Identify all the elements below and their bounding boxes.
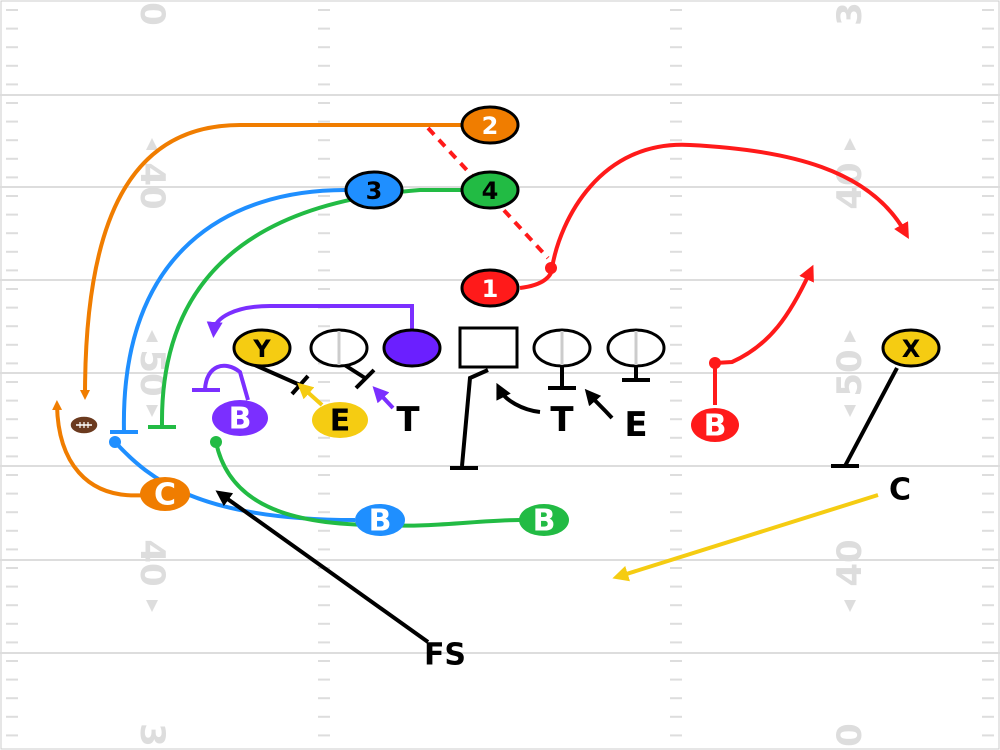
qb-purple-oval [382, 328, 442, 368]
tight-end-y-label: Y [252, 335, 271, 363]
defender-backer-blue-label: B [369, 504, 392, 539]
direction-arrow-left-top-2 [146, 330, 158, 342]
defender-red-b-label: B [704, 409, 727, 444]
receiver-2-label: 2 [482, 112, 499, 140]
right-guard [532, 328, 592, 368]
yard-numbers-right: 3 40 50 40 0 [830, 2, 870, 747]
defender-left-e-label: E [330, 404, 351, 439]
direction-arrow-left-bottom-2 [146, 405, 158, 417]
receiver-x: X [881, 328, 941, 368]
left-e-arrow [297, 382, 324, 407]
center [458, 326, 519, 369]
right-tackle [606, 328, 666, 368]
x-block-line [843, 367, 899, 467]
defender-right-t-label: T [550, 400, 574, 440]
receiver-1: 1 [460, 268, 520, 308]
route-qb-purple [206, 304, 414, 338]
defender-backer-green: B [519, 504, 569, 539]
defender-left-b-oval [212, 400, 268, 436]
defender-corner-left-oval [140, 477, 190, 511]
corner-right-arrow [612, 493, 879, 582]
receiver-3-oval [344, 170, 404, 210]
defender-right-e-label: E [624, 405, 647, 445]
defender-left-e-oval [312, 402, 368, 438]
defender-left-t-label: T [396, 400, 420, 440]
hash-marks [6, 9, 994, 737]
receiver-1-oval [460, 268, 520, 308]
yard-lines [0, 94, 1000, 654]
purple-b-route [203, 363, 250, 401]
direction-arrow-right-top-2 [844, 330, 856, 342]
green-backer-pivot [210, 436, 222, 448]
yard-number-right-5: 0 [830, 723, 870, 747]
left-t-arrow [372, 386, 395, 410]
route-1-pivot [545, 262, 557, 274]
blue-backer-pivot [109, 436, 121, 448]
defender-red-b-oval [691, 408, 739, 442]
receiver-x-label: X [902, 335, 921, 363]
yard-number-left-1: 0 [132, 2, 172, 26]
corner-c-orange-route [52, 400, 146, 498]
receiver-4: 4 [460, 170, 520, 210]
defender-backer-green-label: B [533, 504, 556, 539]
direction-arrow-left-bottom [146, 600, 158, 612]
yard-number-right-1: 3 [830, 2, 870, 26]
direction-arrow-left-top [146, 138, 158, 150]
defender-backer-green-oval [519, 504, 569, 536]
receiver-x-oval [881, 328, 941, 368]
yard-number-left-4: 40 [132, 539, 172, 586]
red-b-route [713, 264, 814, 405]
center-block-line [460, 368, 489, 467]
defender-left-b-label: B [229, 402, 252, 437]
receiver-4-label: 4 [482, 177, 499, 205]
receiver-3: 3 [344, 170, 404, 210]
fs-arrow [215, 490, 430, 644]
center-square [458, 326, 519, 369]
g-block-cap [354, 368, 376, 390]
defender-backer-blue: B [355, 504, 405, 539]
defender-left-b: B [212, 400, 268, 437]
receiver-4-oval [460, 170, 520, 210]
yard-number-right-4: 40 [830, 539, 870, 586]
defender-left-e: E [312, 402, 368, 439]
defender-red-b: B [691, 408, 739, 444]
left-tackle [309, 328, 369, 368]
yard-number-left-5: 3 [132, 723, 172, 747]
receiver-2-oval [460, 105, 520, 145]
direction-arrow-right-bottom-2 [844, 405, 856, 417]
yard-number-right-3: 50 [830, 349, 870, 396]
defender-free-safety-label: FS [424, 638, 466, 673]
receiver-2: 2 [460, 105, 520, 145]
defender-corner-left-label: C [154, 478, 176, 513]
receiver-1-label: 1 [482, 275, 499, 303]
defender-corner-left: C [140, 477, 190, 513]
route-3-blue [121, 188, 346, 433]
receiver-3-label: 3 [366, 177, 383, 205]
tight-end-y-oval [232, 328, 292, 368]
route-2-orange [80, 123, 462, 400]
defender-corner-right-label: C [889, 473, 911, 508]
direction-arrow-right-bottom [844, 600, 856, 612]
right-e-arrow [584, 388, 614, 420]
defender-backer-blue-oval [355, 504, 405, 536]
qb-purple [382, 328, 442, 368]
football-icon [69, 415, 99, 435]
tight-end-y: Y [232, 328, 292, 368]
direction-arrow-right-top [844, 138, 856, 150]
red-b-pivot [709, 357, 721, 369]
right-t-arrow [496, 382, 541, 414]
